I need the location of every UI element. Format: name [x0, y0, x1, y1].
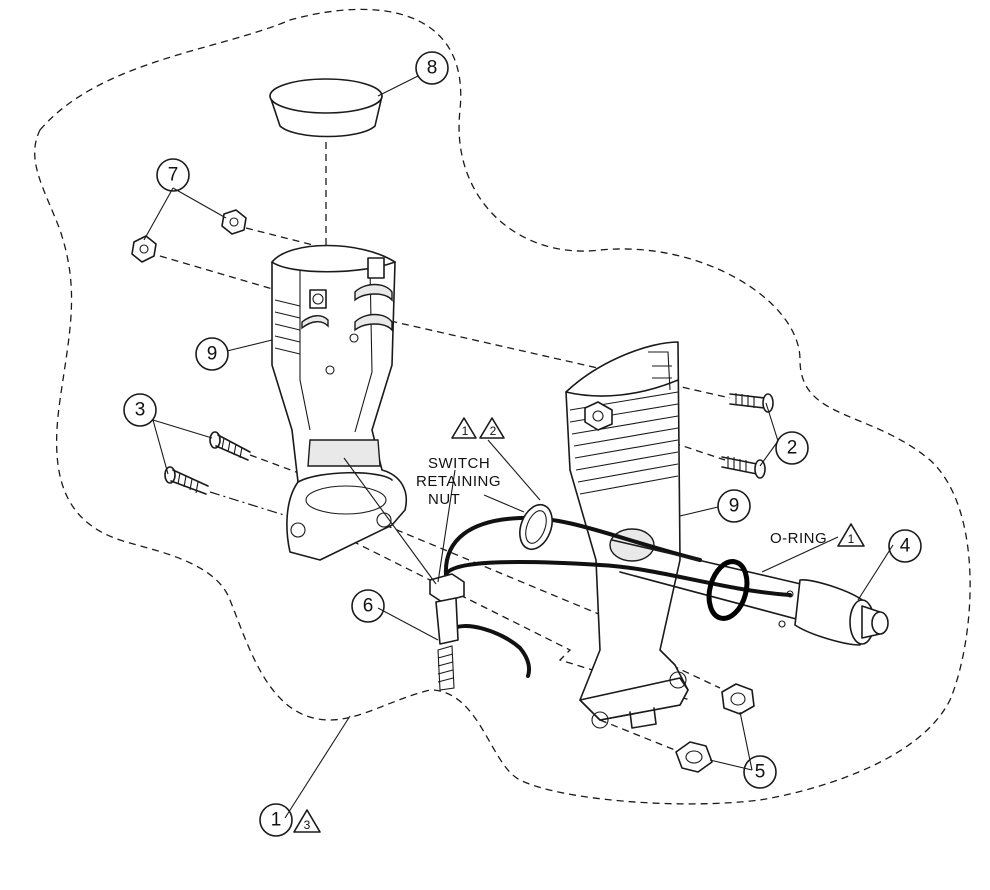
- callout-4: 4: [888, 529, 922, 563]
- part-9-housing-left: [271, 244, 407, 561]
- part-3-screw-b: [164, 466, 209, 495]
- label-o-ring: O-RING: [770, 530, 827, 547]
- part-9-housing-right: [565, 341, 689, 729]
- callout-7: 7: [156, 158, 190, 192]
- label-retaining: RETAINING: [416, 473, 501, 490]
- note-triangle-2-switch: 2: [479, 417, 505, 439]
- svg-text:1: 1: [848, 532, 855, 546]
- note-triangle-1-switch: 1: [451, 417, 477, 439]
- part-7-nut-a: [221, 209, 247, 235]
- svg-text:5: 5: [755, 762, 766, 783]
- callout-9-left: 9: [195, 337, 229, 371]
- note-triangle-1-oring: 1: [837, 523, 865, 547]
- part-8-cap: [269, 78, 383, 138]
- svg-text:3: 3: [304, 818, 311, 832]
- callout-1: 1: [259, 803, 293, 837]
- callout-3: 3: [123, 393, 157, 427]
- svg-text:8: 8: [427, 58, 438, 79]
- svg-text:2: 2: [490, 424, 497, 438]
- axis-nut-lower: [159, 255, 311, 301]
- assembly-boundary: [34, 8, 971, 805]
- callout-2: 2: [775, 431, 809, 465]
- svg-text:7: 7: [168, 165, 179, 186]
- svg-text:1: 1: [271, 810, 282, 831]
- axis-nut-5b: [599, 719, 681, 753]
- svg-text:1: 1: [462, 424, 469, 438]
- part-4-float: [778, 579, 889, 646]
- label-nut: NUT: [428, 491, 460, 508]
- note-triangle-3-assembly: 3: [293, 809, 321, 833]
- leader-lines: [143, 75, 894, 819]
- callout-5: 5: [743, 755, 777, 789]
- switch-retaining-nut-ring: [519, 503, 553, 551]
- svg-text:9: 9: [729, 496, 740, 517]
- o-ring: [706, 559, 750, 621]
- svg-text:6: 6: [363, 596, 374, 617]
- part-3-screw-a: [209, 431, 251, 461]
- label-switch: SWITCH: [428, 455, 490, 472]
- part-2-screw-a: [729, 393, 774, 413]
- part-2-screw-b: [721, 456, 766, 479]
- part-5-nut-b: [675, 741, 713, 773]
- callout-8: 8: [415, 51, 449, 85]
- axis-screw-3b: [209, 491, 301, 521]
- svg-text:9: 9: [207, 344, 218, 365]
- svg-text:2: 2: [787, 438, 798, 459]
- svg-text:4: 4: [900, 536, 911, 557]
- svg-text:3: 3: [135, 400, 146, 421]
- part-5-nut-a: [721, 683, 755, 715]
- callout-6: 6: [351, 589, 385, 623]
- callout-9-right: 9: [717, 489, 751, 523]
